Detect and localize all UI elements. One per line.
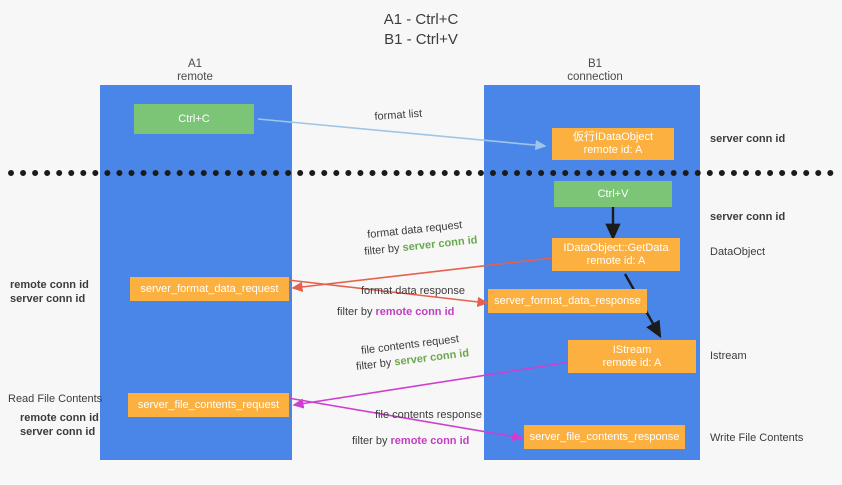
diagram-title-line2: B1 - Ctrl+V [384,31,458,48]
node-idataobject-top-label: 仮行IDataObject [572,131,654,143]
node-idataobject-top[interactable]: 仮行IDataObject remote id: A [552,128,674,160]
annotation-read-file-contents: Read File Contents [8,393,103,405]
column-header-b1-sub: connection [567,71,623,83]
edge-label-file-contents-response-filter: filter by remote conn id [352,434,469,448]
node-server-format-data-request-label: server_format_data_request [140,282,279,295]
node-istream[interactable]: IStream remote id: A [568,340,696,373]
filter-prefix: filter by [355,356,396,374]
filter-value-remote-conn-id: remote conn id [375,306,455,318]
annotation-server-conn-id-top: server conn id [710,133,786,145]
edge-label-format-data-response-filter: filter by remote conn id [337,305,454,319]
annotation-remote-conn-id-lower: remote conn id [20,412,99,424]
annotation-server-conn-id-lower: server conn id [20,426,96,438]
node-idataobject-getdata-label: IDataObject::GetData [563,241,669,254]
node-idataobject-getdata-sub: remote id: A [586,254,646,267]
node-server-format-data-response-label: server_format_data_response [494,294,641,307]
edge-label-file-contents-response: file contents response [375,409,483,421]
diagram-title-line1: A1 - Ctrl+C [383,11,459,28]
annotation-server-conn-id-mid: server conn id [710,211,786,223]
node-idataobject-top-sub: remote id: A [583,144,643,156]
edge-label-format-list: format list [374,107,423,124]
filter-prefix: filter by [352,435,391,447]
column-header-b1: B1 connection [520,58,670,84]
node-server-format-data-response[interactable]: server_format_data_response [488,289,647,313]
column-header-b1-name: B1 [587,58,603,70]
column-header-a1: A1 remote [120,58,270,84]
node-server-file-contents-request-label: server_file_contents_request [137,398,280,411]
filter-prefix: filter by [337,306,376,318]
annotation-dataobject: DataObject [710,246,766,258]
phase-divider [8,170,834,176]
column-header-a1-sub: remote [177,71,213,83]
node-server-file-contents-request[interactable]: server_file_contents_request [128,393,289,417]
annotation-write-file-contents: Write File Contents [710,432,804,444]
annotation-server-conn-id-upper: server conn id [10,293,86,305]
node-istream-sub: remote id: A [602,356,662,369]
node-istream-label: IStream [612,343,652,356]
filter-prefix: filter by [363,242,404,259]
node-server-file-contents-response[interactable]: server_file_contents_response [524,425,685,449]
column-header-a1-name: A1 [187,58,203,70]
filter-value-remote-conn-id: remote conn id [390,435,470,447]
annotation-remote-conn-id-upper: remote conn id [10,279,89,291]
node-server-file-contents-response-label: server_file_contents_response [529,430,680,443]
node-idataobject-getdata[interactable]: IDataObject::GetData remote id: A [552,238,680,271]
node-ctrl-c-label: Ctrl+C [178,112,210,125]
node-ctrl-v-label: Ctrl+V [597,187,629,200]
node-server-format-data-request[interactable]: server_format_data_request [130,277,289,301]
annotation-istream: Istream [710,350,747,362]
edge-label-format-data-response: format data response [361,285,465,297]
node-ctrl-v[interactable]: Ctrl+V [554,181,672,207]
node-ctrl-c[interactable]: Ctrl+C [134,104,254,134]
